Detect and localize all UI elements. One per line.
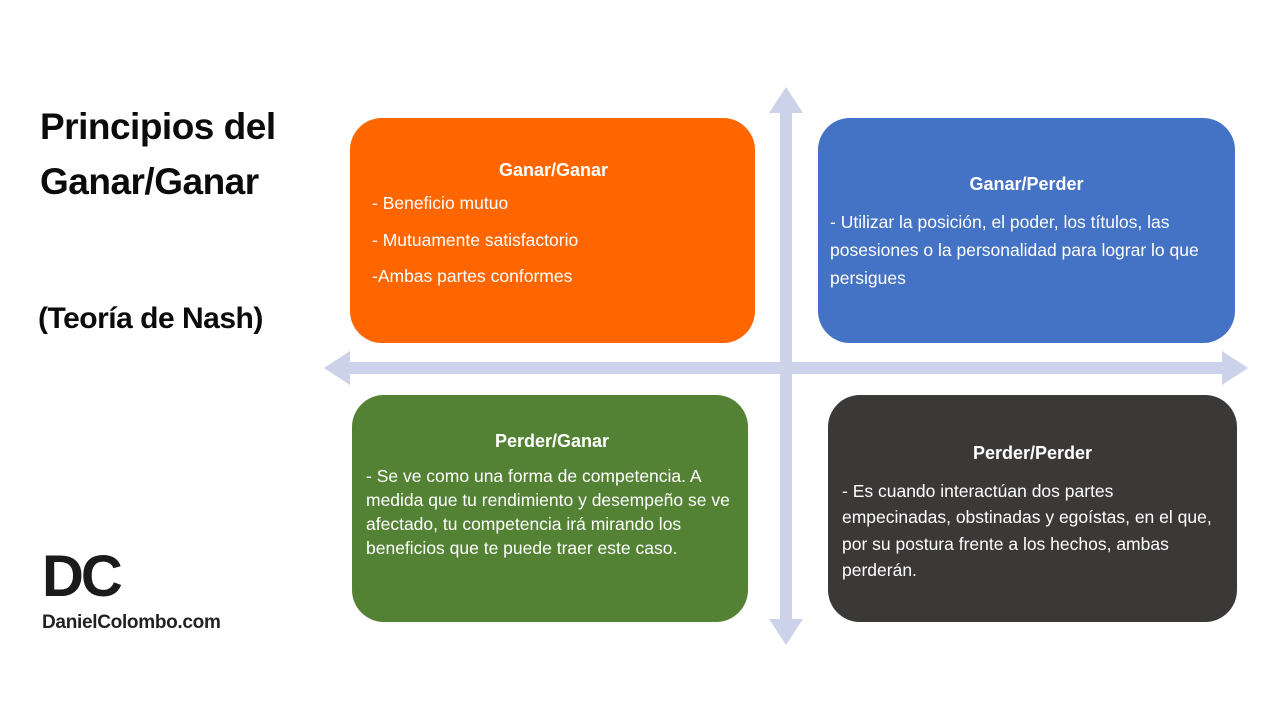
quadrant-ganar-ganar: Ganar/Ganar - Beneficio mutuo - Mutuamen…: [350, 118, 755, 343]
arrow-up-icon: [769, 87, 803, 113]
quadrant-ganar-perder: Ganar/Perder - Utilizar la posición, el …: [818, 118, 1235, 343]
quadrant-line: - Mutuamente satisfactorio: [372, 229, 579, 250]
quadrant-perder-perder: Perder/Perder - Es cuando interactúan do…: [828, 395, 1237, 622]
quadrant-title: Perder/Perder: [972, 443, 1093, 463]
quadrant-title: Ganar/Ganar: [498, 160, 609, 180]
quadrant-body: - Utilizar la posición, el poder, los tí…: [830, 212, 1199, 288]
page-title-line-2: Ganar/Ganar: [40, 160, 259, 202]
page-subtitle: (Teoría de Nash): [38, 302, 263, 335]
arrow-right-icon: [1222, 351, 1248, 385]
page-title: Principios del Ganar/Ganar: [40, 100, 350, 210]
quadrant-line: -Ambas partes conformes: [372, 266, 573, 286]
quadrant-line: - Beneficio mutuo: [372, 193, 509, 213]
quadrant-title: Ganar/Perder: [969, 174, 1084, 194]
quadrant-perder-ganar: Perder/Ganar - Se ve como una forma de c…: [352, 395, 748, 622]
logo-monogram: DC: [42, 544, 123, 609]
arrow-left-icon: [324, 351, 350, 385]
quadrant-body: - Es cuando interactúan dos partes empec…: [842, 481, 1212, 580]
quadrant-body: - Beneficio mutuo - Mutuamente satisfact…: [372, 193, 735, 286]
horizontal-axis: [349, 362, 1223, 374]
quadrant-body: - Se ve como una forma de competencia. A…: [366, 466, 730, 559]
page-title-line-1: Principios del: [40, 106, 276, 147]
quadrant-title: Perder/Ganar: [494, 431, 610, 451]
arrow-down-icon: [769, 619, 803, 645]
logo: DC DanielColombo.com: [42, 548, 221, 634]
logo-site-url: DanielColombo.com: [42, 612, 221, 633]
